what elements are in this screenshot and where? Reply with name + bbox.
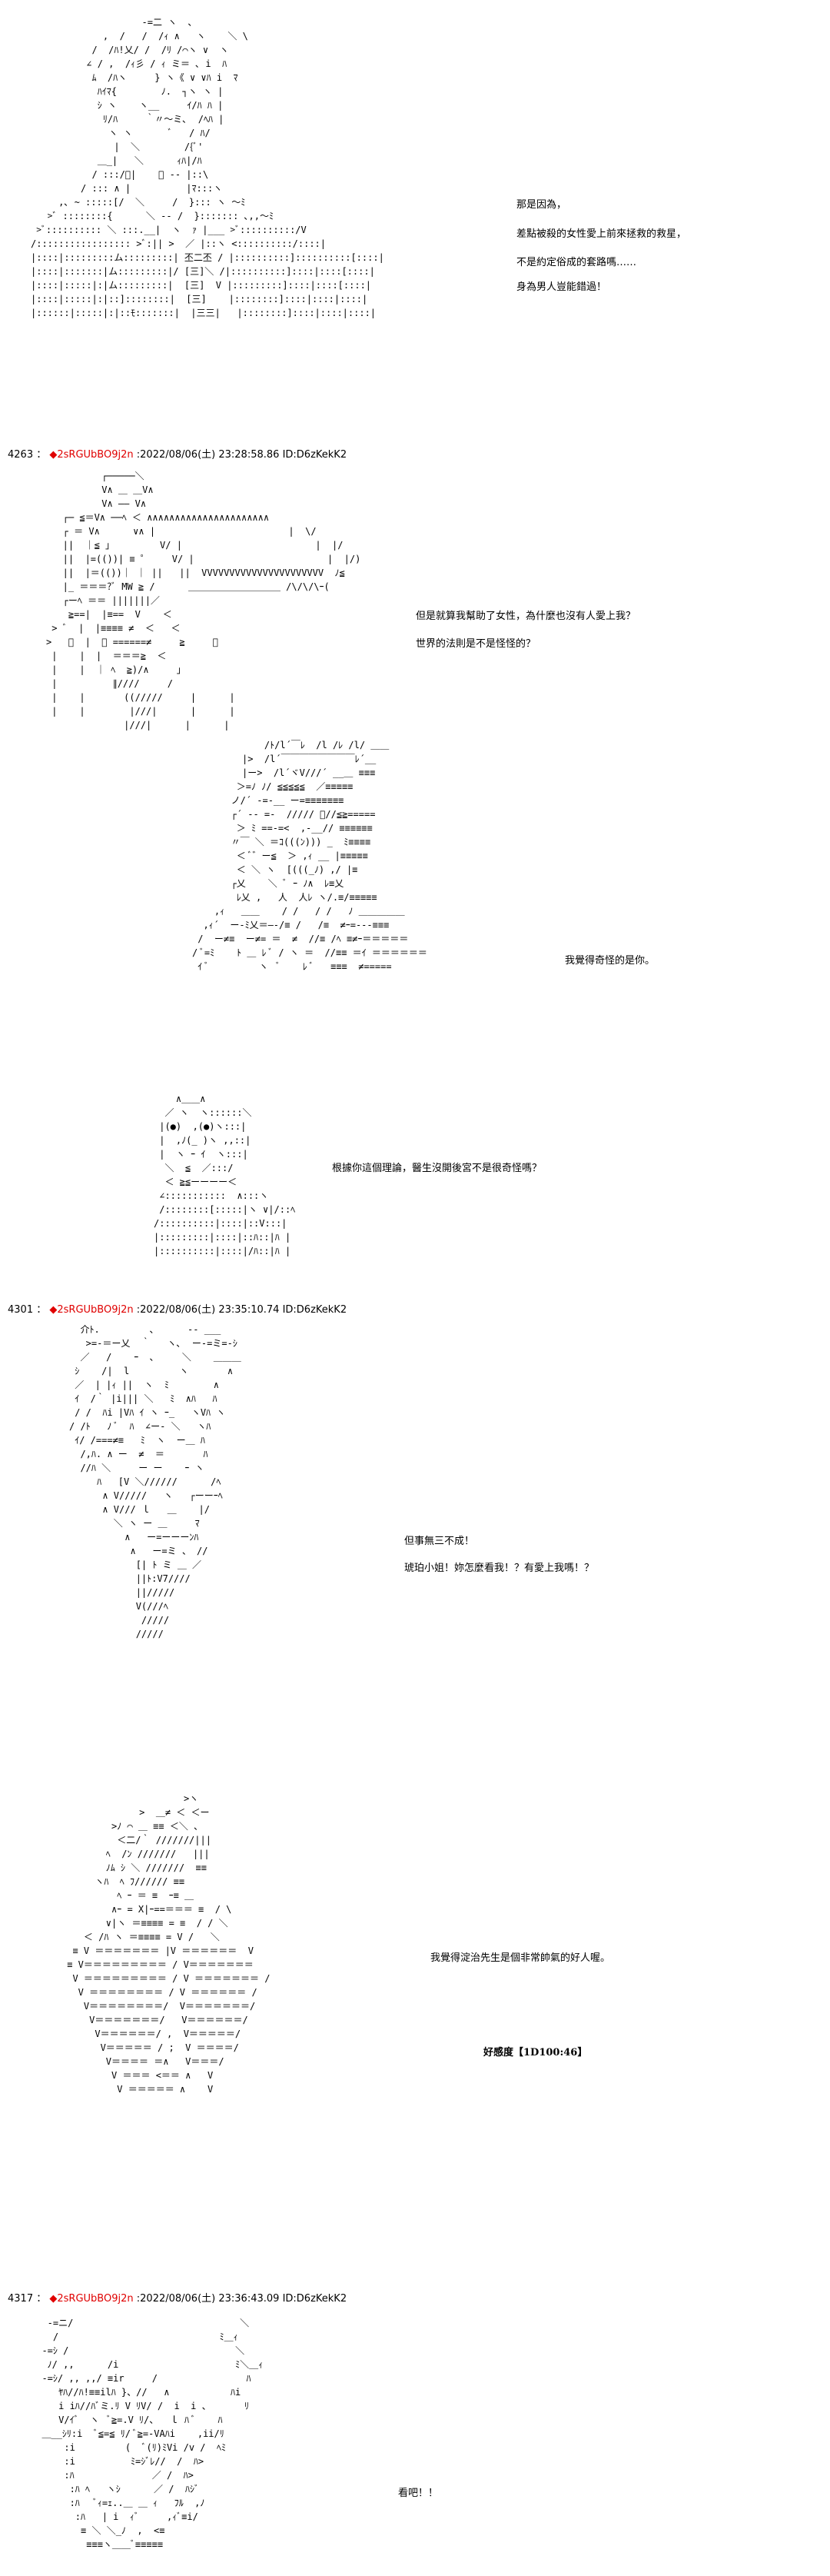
ascii-art-cat: ∧＿＿∧ ／ ヽ ヽ::::::＼ |(●) ,(●)ヽ:::| | ,ﾉ(_ … bbox=[154, 1093, 296, 1256]
post-datetime: :2022/08/06(土) 23:35:10.74 bbox=[136, 1304, 280, 1316]
post-number[interactable]: 4301 bbox=[8, 1304, 34, 1316]
post-datetime: :2022/08/06(土) 23:36:43.09 bbox=[136, 2293, 280, 2305]
ascii-art-chainsaw-man: ┌─────＼ V∧ ＿ ＿V∧ V∧ ―― V∧ ┌─ ≦＝V∧ ──ﾍ ＜ … bbox=[46, 471, 361, 731]
dialogue-line: 但是就算我幫助了女性，為什麼也沒有人愛上我？ bbox=[416, 611, 636, 622]
dialogue-line: 那是因為， bbox=[516, 199, 567, 211]
separator: ： bbox=[36, 449, 47, 461]
tripcode: 2sRGUbBO9j2n bbox=[57, 449, 134, 461]
dialogue-line: 身為男人豈能錯過！ bbox=[516, 281, 607, 293]
post-header: 4301 ： ◆2sRGUbBO9j2n :2022/08/06(土) 23:3… bbox=[8, 1301, 347, 1316]
ascii-art-man-smirking: -=二 ヽ ､ , / / /ｨ ∧ ヽ ＼ \ / /ﾊ!乂/ / /ﾘ /⌒… bbox=[31, 17, 384, 318]
post-datetime: :2022/08/06(土) 23:28:58.86 bbox=[136, 449, 280, 461]
dialogue-line: 不是約定俗成的套路嗎…… bbox=[516, 257, 637, 268]
trip-diamond-icon: ◆ bbox=[49, 1304, 58, 1316]
dialogue-line: 看吧！！ bbox=[398, 2488, 439, 2499]
separator: ： bbox=[36, 1304, 47, 1316]
trip-diamond-icon: ◆ bbox=[49, 449, 58, 461]
ascii-art-man-triumphant: -=ニ/ ＼ / ﾐ＿ｨ -=ｼ / ＼ ﾉ/ ,, /i ﾐ＼＿ｨ -=ｼ/ … bbox=[42, 2318, 264, 2550]
dialogue-line: 根據你這個理論，醫生沒開後宮不是很奇怪嗎？ bbox=[332, 1163, 543, 1174]
ascii-art-girl-with-hat: /ﾄ/l´￣ﾚ /l /ﾚ /l/ ＿＿ |> /l´￣￣￣￣￣￣￣￣ﾚ´__ … bbox=[192, 740, 427, 972]
dialogue-line: 世界的法則是不是怪怪的？ bbox=[416, 638, 536, 650]
poster-id: ID:D6zKekK2 bbox=[282, 1304, 347, 1316]
post-header: 4263 ： ◆2sRGUbBO9j2n :2022/08/06(土) 23:2… bbox=[8, 446, 347, 461]
tripcode: 2sRGUbBO9j2n bbox=[57, 2293, 134, 2305]
post-number[interactable]: 4263 bbox=[8, 449, 34, 461]
dialogue-line: 差點被殺的女性愛上前來拯救的救星， bbox=[516, 228, 687, 240]
dice-roll-result: 好感度【1D100:46】 bbox=[483, 2047, 588, 2058]
dialogue-line: 我覺得淀治先生是個非常帥氣的好人喔。 bbox=[430, 1952, 611, 1964]
dialogue-line: 但事無三不成！ bbox=[404, 1536, 475, 1547]
trip-diamond-icon: ◆ bbox=[49, 2293, 58, 2305]
tripcode: 2sRGUbBO9j2n bbox=[57, 1304, 134, 1316]
ascii-art-maid-girl: >ヽ > ＿≠ ＜ ＜ー >ﾉ ⌒ ＿ ≡≡ ＜＼ 、 ＜二/｀ ///////… bbox=[67, 1793, 271, 2095]
poster-id: ID:D6zKekK2 bbox=[282, 449, 347, 461]
post-number[interactable]: 4317 bbox=[8, 2293, 34, 2305]
dialogue-line: 琥珀小姐！妳怎麼看我！？有愛上我嗎！？ bbox=[404, 1563, 595, 1574]
ascii-art-man-pointing: 介ﾄ. ､ ‐- ___ >=-＝ー乂 ｀ ヽ､ ー-=ミ=-ｼ ／ / ｰ ､… bbox=[69, 1324, 241, 1639]
post-header: 4317 ： ◆2sRGUbBO9j2n :2022/08/06(土) 23:3… bbox=[8, 2290, 347, 2305]
poster-id: ID:D6zKekK2 bbox=[282, 2293, 347, 2305]
separator: ： bbox=[36, 2293, 47, 2305]
dialogue-line: 我覺得奇怪的是你。 bbox=[565, 955, 656, 967]
